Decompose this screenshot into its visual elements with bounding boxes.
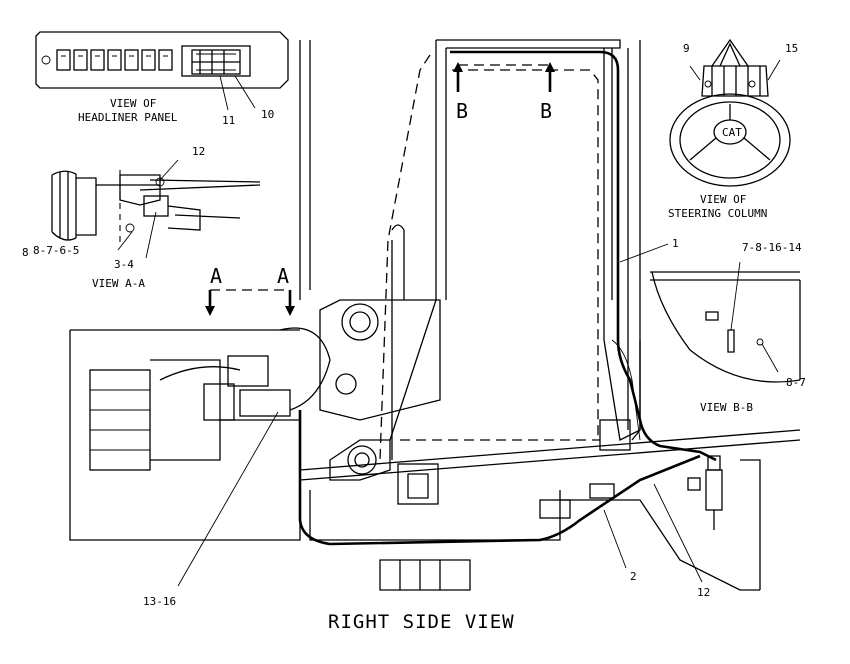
main-view-title: RIGHT SIDE VIEW [328,611,515,633]
steering-column-detail: CAT [669,38,791,187]
leader-lines [177,243,703,587]
callout-15: 15 [785,42,798,55]
callout-2: 2 [630,570,637,583]
section-b-marks [453,62,555,92]
section-b-right: B [540,99,552,123]
headliner-view-label-2: HEADLINER PANEL [78,111,178,124]
section-a-marks [205,289,295,316]
headliner-panel-detail [35,31,289,111]
wiring-harness [298,50,717,546]
view-b-b-detail [650,261,801,383]
callout-3-4: 3-4 [114,258,134,271]
callout-8-single: 8 [22,246,29,259]
steering-view-label-1: VIEW OF [700,193,746,206]
switch-row [56,49,173,71]
callout-11: 11 [222,114,235,127]
callout-7-8-16-14: 7-8-16-14 [742,241,802,254]
section-a-right: A [277,264,289,288]
main-machine [69,39,801,591]
callout-12-bottom: 12 [697,586,710,599]
headliner-view-label-1: VIEW OF [110,97,156,110]
labels: VIEW OF HEADLINER PANEL 11 10 9 15 VIEW … [22,42,806,633]
callout-8-7-6-5: 8-7-6-5 [33,244,79,257]
callout-8-7: 8-7 [786,376,806,389]
callout-1: 1 [672,237,679,250]
section-a-left: A [210,264,222,288]
view-a-a-detail [51,159,261,259]
callout-10: 10 [261,108,274,121]
section-b-left: B [456,99,468,123]
callout-13-16: 13-16 [143,595,176,608]
callout-9: 9 [683,42,690,55]
cat-logo: CAT [722,126,742,139]
steering-view-label-2: STEERING COLUMN [668,207,767,220]
rear-post [299,40,311,300]
view-b-b-label: VIEW B-B [700,401,753,414]
view-a-a-label: VIEW A-A [92,277,145,290]
callout-12-top: 12 [192,145,205,158]
